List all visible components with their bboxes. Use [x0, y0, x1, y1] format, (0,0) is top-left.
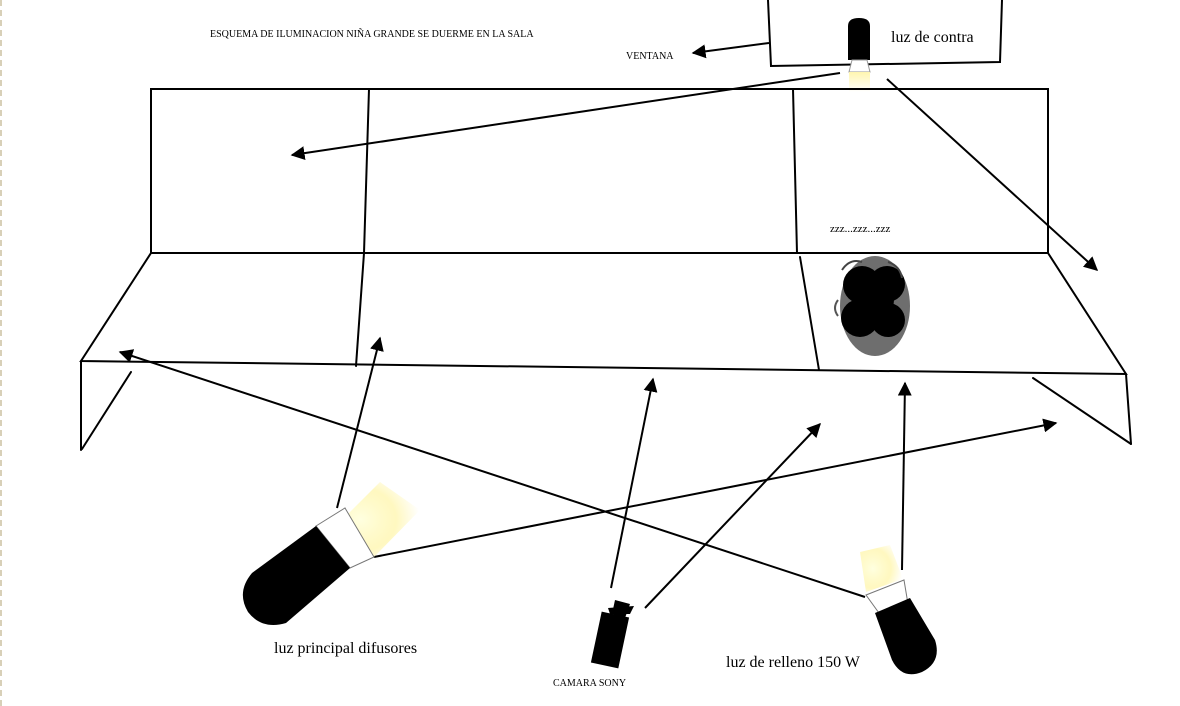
diagram-title: ESQUEMA DE ILUMINACION NIÑA GRANDE SE DU… [210, 28, 534, 40]
back-light-arrow-left [290, 72, 841, 161]
back-light-box [767, 0, 1003, 68]
sleep-text: zzz...zzz...zzz [830, 223, 891, 235]
key-light-label: luz principal difusores [274, 640, 417, 657]
back-light-icon [848, 18, 871, 92]
key-light-arrow-right [373, 418, 1058, 558]
fill-light-arrow-up [897, 381, 912, 571]
key-light-icon [242, 482, 420, 625]
back-light-label: luz de contra [891, 29, 974, 46]
page-left-border [0, 0, 2, 706]
sofa-seat [79, 252, 1132, 451]
camera-arrow-right [644, 422, 821, 609]
camera-arrow-up [610, 377, 658, 589]
camera-label: CAMARA SONY [553, 678, 626, 689]
window-arrow [691, 42, 770, 59]
window-label: VENTANA [626, 51, 674, 62]
sofa-backrest [150, 88, 1049, 254]
fill-light-label: luz de relleno 150 W [726, 654, 861, 671]
key-light-arrow-up [336, 336, 384, 509]
fill-light-arrow-left [118, 349, 866, 598]
video-camera-icon [590, 600, 634, 669]
fill-light-icon [860, 545, 937, 675]
back-light-arrow-right [886, 78, 1099, 271]
sleeping-girl-head-icon [834, 256, 910, 356]
